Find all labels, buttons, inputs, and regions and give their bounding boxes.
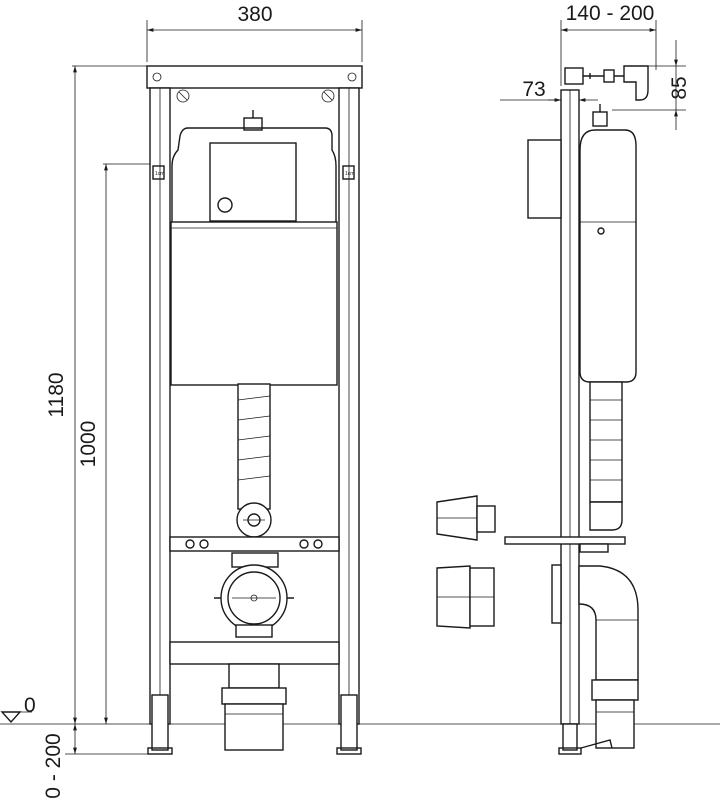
front-view: 1cm 1cm bbox=[146, 65, 363, 755]
side-shelf bbox=[504, 536, 626, 545]
floor-level-label: 0 bbox=[24, 694, 36, 717]
bracket-mark-right: 1cm bbox=[342, 165, 355, 180]
cistern bbox=[170, 110, 338, 386]
cross-bar bbox=[169, 536, 340, 552]
drain-connection bbox=[214, 552, 294, 638]
floor-level-marker: 0 bbox=[0, 694, 36, 724]
pipe-adapter-upper bbox=[436, 495, 496, 541]
svg-text:1cm: 1cm bbox=[155, 171, 164, 177]
wall-bracket bbox=[564, 65, 649, 101]
offset-73-label: 73 bbox=[522, 78, 545, 101]
pipe-adapter-lower bbox=[436, 565, 495, 629]
mounting-panel bbox=[527, 139, 562, 219]
leg-adjustment-label: 0 - 200 bbox=[42, 733, 65, 798]
dim-depth-range: 140 - 200 bbox=[560, 2, 657, 86]
offset-85-label: 85 bbox=[668, 76, 691, 99]
dim-leg-adjustment: 0 - 200 bbox=[42, 724, 150, 799]
flush-pipe bbox=[236, 383, 272, 538]
frame-width-label: 380 bbox=[237, 3, 272, 26]
total-height-label: 1180 bbox=[45, 372, 68, 417]
outlet-pipe bbox=[221, 663, 287, 751]
drain-elbow-side bbox=[551, 564, 639, 749]
svg-text:1cm: 1cm bbox=[345, 171, 354, 177]
cistern-side bbox=[579, 104, 637, 383]
dim-connection-height: 1000 bbox=[77, 163, 150, 724]
left-leg bbox=[151, 694, 169, 751]
dim-frame-width: 380 bbox=[146, 3, 363, 62]
dim-offset-85: 85 bbox=[612, 40, 691, 130]
dim-offset-73: 73 bbox=[500, 78, 598, 102]
right-leg bbox=[340, 694, 358, 751]
side-view bbox=[504, 65, 649, 755]
flush-pipe-side bbox=[589, 381, 623, 531]
top-plate bbox=[146, 65, 363, 89]
lower-cross-bar bbox=[169, 641, 340, 665]
depth-range-label: 140 - 200 bbox=[566, 2, 655, 25]
connection-height-label: 1000 bbox=[77, 421, 100, 468]
bracket-mark-left: 1cm bbox=[152, 165, 165, 180]
dim-total-height: 1180 bbox=[45, 65, 150, 724]
